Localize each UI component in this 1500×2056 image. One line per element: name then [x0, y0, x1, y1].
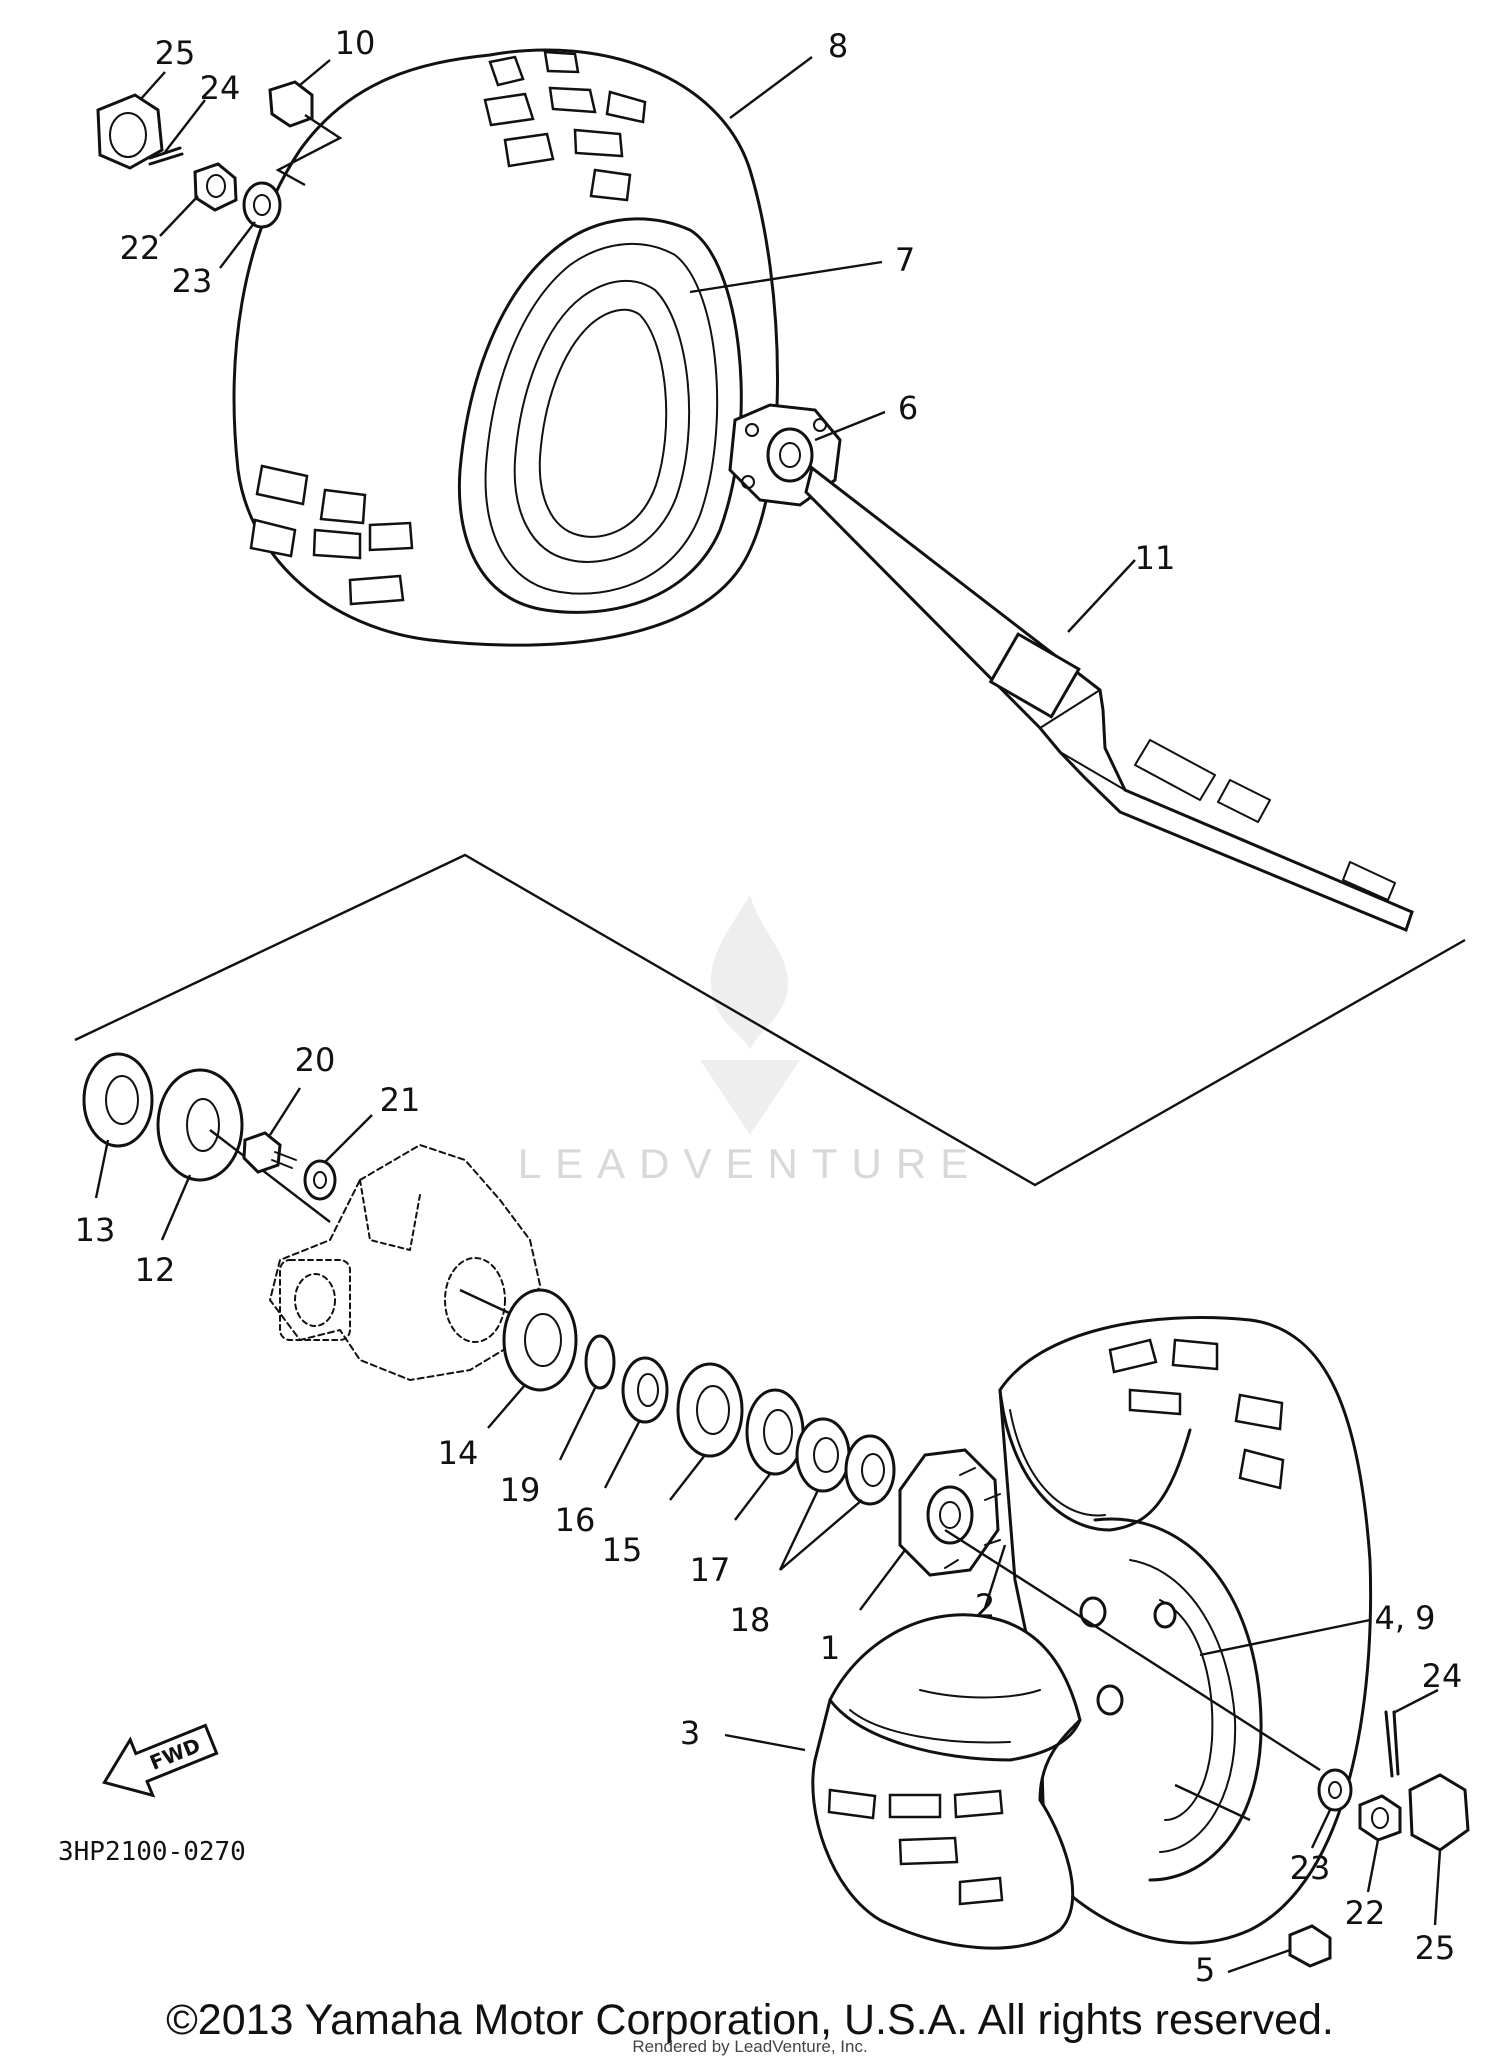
label-24-lower: 24: [1422, 1657, 1463, 1695]
label-3: 3: [680, 1714, 700, 1752]
label-7: 7: [895, 241, 915, 279]
rear-axle: [804, 465, 1414, 932]
copyright-notice: ©2013 Yamaha Motor Corporation, U.S.A. A…: [166, 1996, 1334, 2044]
label-12: 12: [135, 1251, 176, 1289]
axle-nut-set-lower: [1288, 1710, 1470, 1968]
label-10: 10: [335, 24, 376, 62]
label-22-lower: 22: [1345, 1894, 1386, 1932]
watermark-text: LEADVENTURE: [518, 1140, 982, 1187]
label-17: 17: [690, 1551, 731, 1589]
label-2: 2: [975, 1587, 995, 1625]
part-labels: 25 24 10 8 22 23 7 6 11 20 21 13 12 14 1…: [75, 24, 1463, 1989]
label-11: 11: [1135, 539, 1176, 577]
label-19: 19: [500, 1471, 541, 1509]
label-24-upper: 24: [200, 69, 241, 107]
rendered-by-notice: Rendered by LeadVenture, Inc.: [632, 2037, 867, 2056]
label-8: 8: [828, 27, 848, 65]
rear-tire-upper: [232, 48, 779, 647]
label-20: 20: [295, 1041, 336, 1079]
label-16: 16: [555, 1501, 596, 1539]
bolt-and-washer: [242, 1131, 337, 1201]
drawing-number: 3HP2100-0270: [58, 1837, 246, 1867]
label-13: 13: [75, 1211, 116, 1249]
axle-nut-set-upper: [96, 80, 343, 229]
label-21: 21: [380, 1081, 421, 1119]
rear-wheel-lower: [811, 1316, 1373, 1950]
rear-hub-lower: [898, 1448, 1001, 1577]
label-1: 1: [820, 1629, 840, 1667]
label-5: 5: [1195, 1951, 1215, 1989]
label-14: 14: [438, 1434, 479, 1472]
label-22-upper: 22: [120, 229, 161, 267]
label-18: 18: [730, 1601, 771, 1639]
label-6: 6: [898, 389, 918, 427]
label-15: 15: [602, 1531, 643, 1569]
bearing-seal-row: [502, 1288, 896, 1506]
forward-arrow: FWD: [102, 1723, 219, 1798]
label-25-upper: 25: [155, 34, 196, 72]
label-4-9: 4, 9: [1374, 1599, 1435, 1637]
leadventure-watermark: LEADVENTURE: [518, 895, 982, 1187]
label-25-lower: 25: [1415, 1929, 1456, 1967]
axle-housing: [269, 1144, 541, 1381]
seal-and-bearing-left: [82, 1052, 244, 1182]
label-23-lower: 23: [1290, 1849, 1331, 1887]
label-23-upper: 23: [172, 262, 213, 300]
flame-logo-icon: [700, 895, 800, 1135]
